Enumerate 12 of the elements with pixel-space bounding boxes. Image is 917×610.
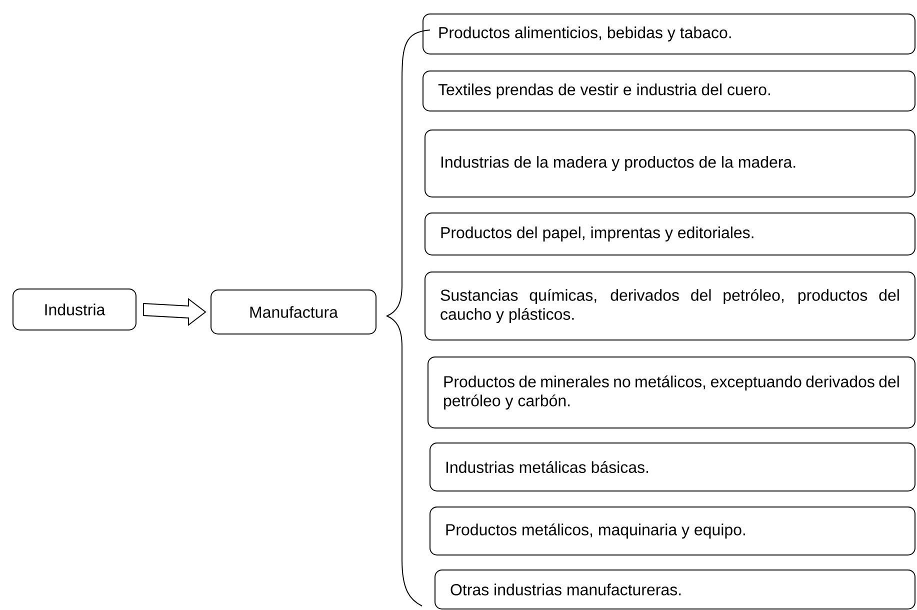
category-box: Productos alimenticios, bebidas y tabaco. [422,14,916,54]
category-box: Industrias metálicas básicas. [430,442,916,492]
category-box: Industrias de la madera y productos de la madera. [424,130,916,198]
category-box: Otras industrias manufactureras. [434,570,916,610]
category-box: Productos del papel, imprentas y editoriales. [424,212,916,256]
process-box: Manufactura [210,290,376,334]
category-box: Sustancias químicas, derivados del petróleo, productos del caucho y plásticos. [424,272,916,340]
process-box: Industria [12,288,136,330]
category-box: Textiles prendas de vestir e industria del cuero. [422,70,916,112]
category-box: Productos metálicos, maquinaria y equipo. [430,506,916,556]
block-arrow [143,298,206,326]
category-box: Productos de minerales no metálicos, exceptuando derivados del petróleo y carbón. [428,356,916,428]
